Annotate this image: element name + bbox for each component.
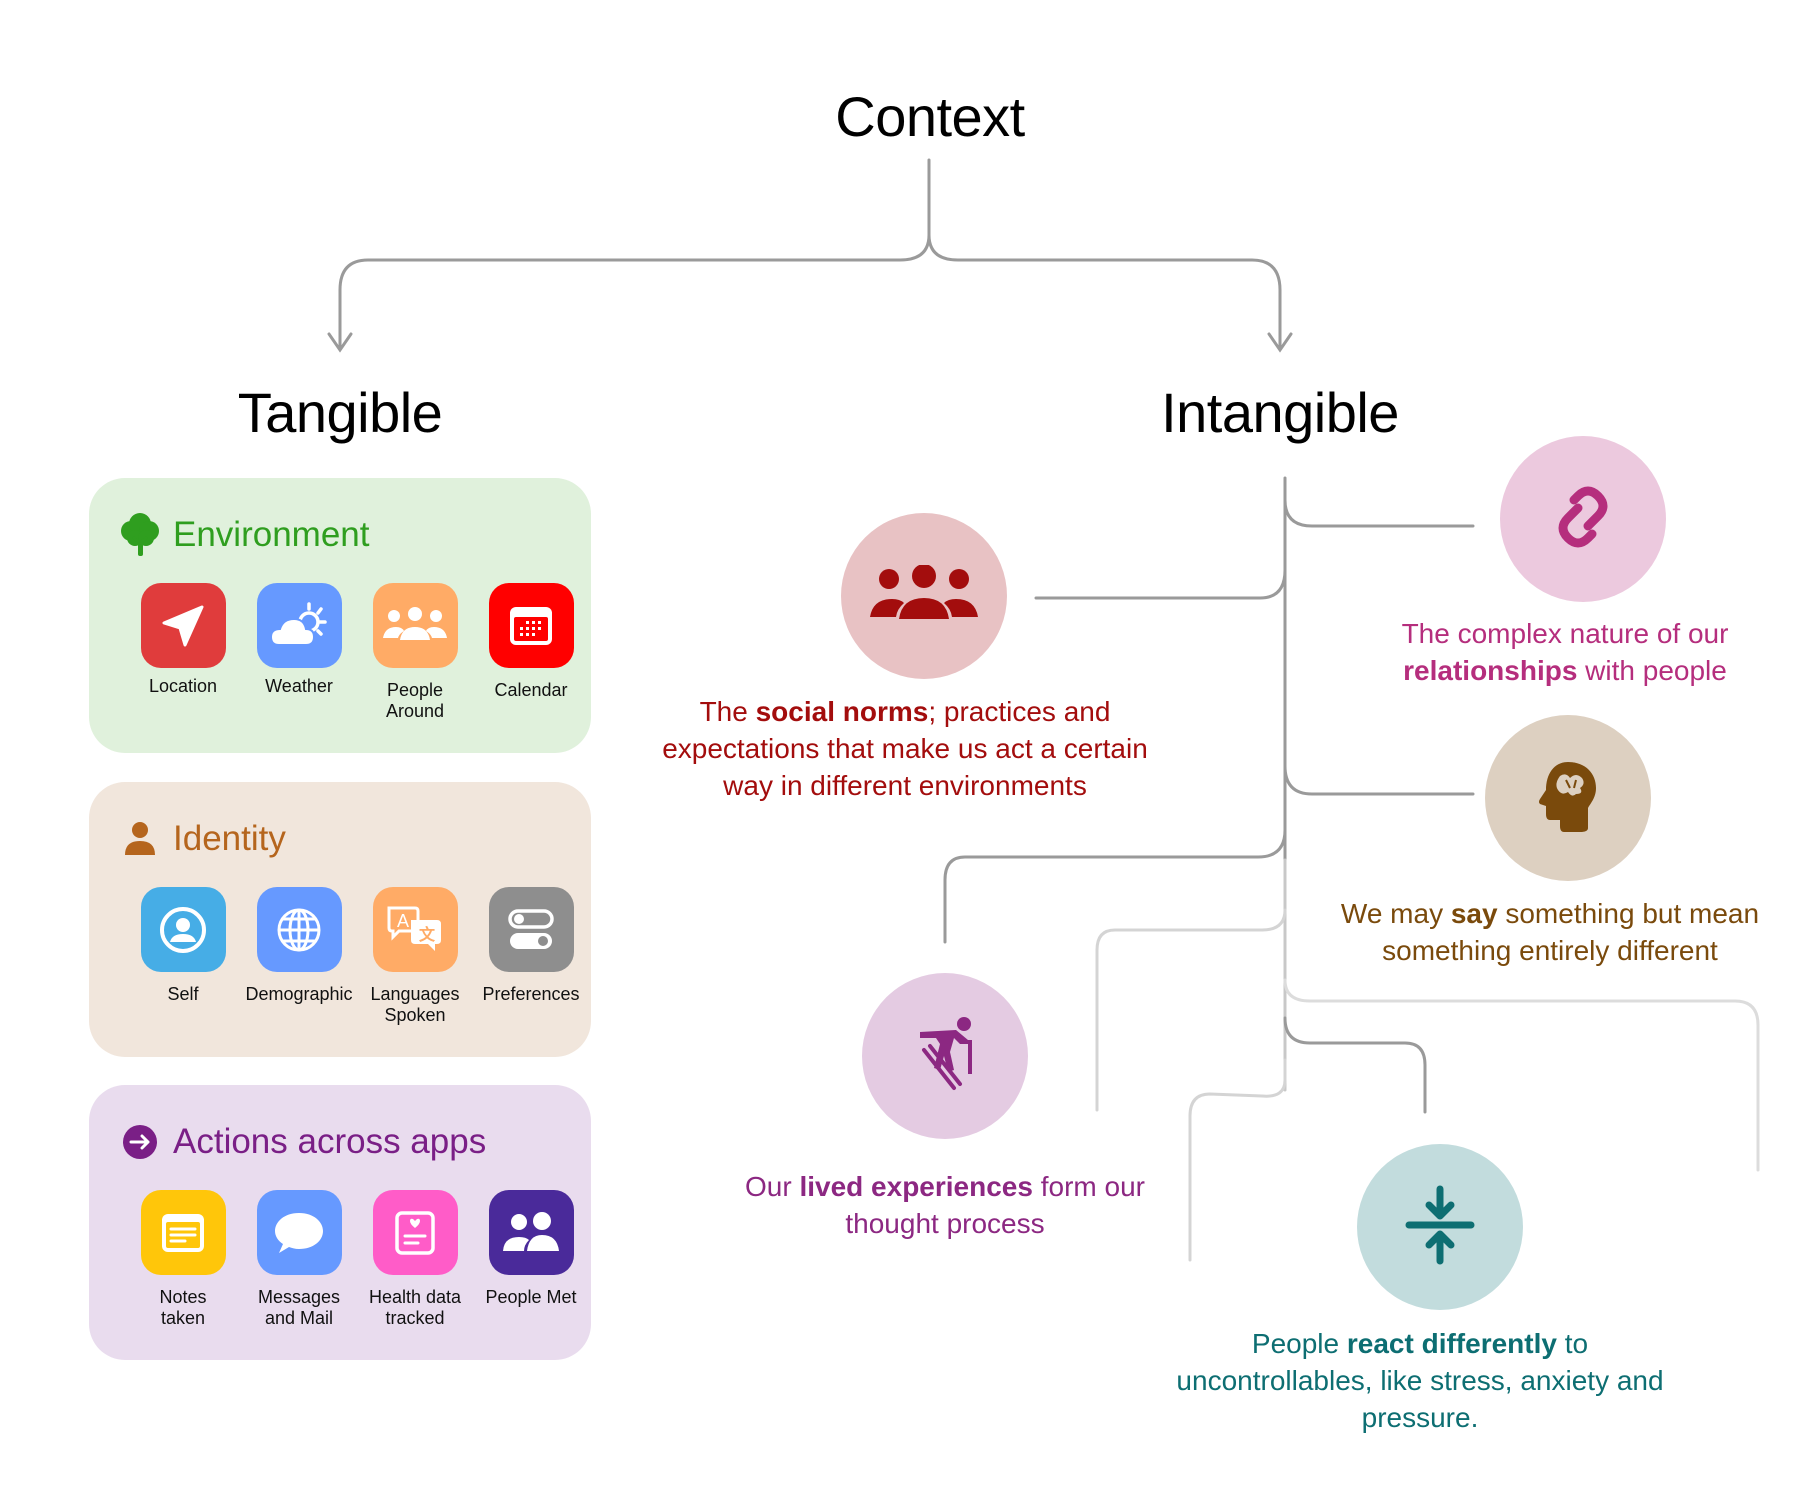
lived-experiences-circle <box>862 973 1028 1139</box>
arrow-circle-icon <box>117 1119 163 1165</box>
context-title: Context <box>835 85 1025 148</box>
relationships-caption: The complex nature of our relationships … <box>1401 618 1729 686</box>
environment-apps: Location Weather People Around Calendar <box>125 583 589 722</box>
globe-icon <box>256 887 342 972</box>
tangible-title: Tangible <box>237 381 443 444</box>
app-health-data[interactable]: Health data tracked <box>357 1190 473 1329</box>
app-label: People Met <box>485 1287 577 1307</box>
arrowhead-tangible <box>327 332 353 353</box>
app-label: Demographic <box>245 984 353 1004</box>
intangible-title: Intangible <box>1161 381 1399 444</box>
say-emphasis: say <box>1450 898 1498 929</box>
cloud-sun-icon <box>256 583 342 668</box>
app-weather[interactable]: Weather <box>241 583 357 722</box>
connector-faint-3 <box>1283 978 1760 1172</box>
connector-faint-4 <box>1188 1058 1287 1262</box>
environment-title: Environment <box>173 515 370 554</box>
person-circle-icon <box>140 887 226 972</box>
react-differently-circle <box>1357 1144 1523 1310</box>
lived-experiences-emphasis: lived experiences <box>799 1171 1033 1202</box>
tree-icon <box>117 512 163 558</box>
actions-title: Actions across apps <box>173 1122 487 1161</box>
social-norms-circle <box>841 513 1007 679</box>
app-demographic[interactable]: Demographic <box>241 887 357 1026</box>
environment-panel: Environment Location Weather People Arou… <box>89 478 591 753</box>
connector-faint-2 <box>1095 908 1287 1112</box>
connector-say-mean <box>1283 764 1475 796</box>
app-label: Preferences <box>482 984 580 1004</box>
say-mean-caption: We may say something but mean something … <box>1340 898 1760 966</box>
app-label: Calendar <box>494 680 568 700</box>
people-pair-icon <box>488 1190 574 1275</box>
react-differently-caption: People react differently to uncontrollab… <box>1176 1328 1664 1433</box>
toggles-icon <box>488 887 574 972</box>
app-people-around[interactable]: People Around <box>357 583 473 722</box>
actions-header: Actions across apps <box>117 1119 486 1165</box>
identity-title: Identity <box>173 819 286 858</box>
app-people-met[interactable]: People Met <box>473 1190 589 1329</box>
skier-icon <box>910 1014 980 1099</box>
app-location[interactable]: Location <box>125 583 241 722</box>
location-arrow-icon <box>140 583 226 668</box>
note-icon <box>140 1190 226 1275</box>
react-differently-emphasis: react differently <box>1346 1328 1557 1359</box>
app-label: People Around <box>385 680 445 721</box>
app-calendar[interactable]: Calendar <box>473 583 589 722</box>
compress-arrows-icon <box>1405 1185 1475 1270</box>
lived-experiences-caption: Our lived experiences form our thought p… <box>745 1171 1145 1239</box>
actions-apps: Notes taken Messages and Mail Health dat… <box>125 1190 589 1329</box>
connector-social-norms <box>1034 568 1287 600</box>
actions-panel: Actions across apps Notes taken Messages… <box>89 1085 591 1360</box>
relationships-circle <box>1500 436 1666 602</box>
app-preferences[interactable]: Preferences <box>473 887 589 1026</box>
connector-lived <box>943 828 1287 944</box>
svg-text:文: 文 <box>419 925 436 944</box>
connector-react <box>1283 1016 1427 1114</box>
connector-relationships <box>1283 498 1475 528</box>
environment-header: Environment <box>117 512 369 558</box>
app-self[interactable]: Self <box>125 887 241 1026</box>
people-group-icon <box>868 563 980 628</box>
say-mean-circle <box>1485 715 1651 881</box>
app-label: Languages Spoken <box>370 984 460 1025</box>
calendar-icon <box>488 583 574 668</box>
app-label: Self <box>167 984 199 1004</box>
app-label: Notes taken <box>159 1287 207 1328</box>
connector-context-right <box>927 233 1282 350</box>
relationships-emphasis: relationships <box>1403 655 1578 686</box>
message-bubble-icon <box>256 1190 342 1275</box>
app-label: Weather <box>265 676 333 696</box>
people-group-icon <box>372 583 458 668</box>
app-label: Health data tracked <box>368 1287 462 1328</box>
app-label: Location <box>148 676 218 696</box>
svg-text:A: A <box>397 911 409 931</box>
link-icon <box>1548 482 1618 557</box>
app-messages-mail[interactable]: Messages and Mail <box>241 1190 357 1329</box>
person-icon <box>117 816 163 862</box>
app-notes[interactable]: Notes taken <box>125 1190 241 1329</box>
social-norms-caption: The social norms; practices and expectat… <box>662 696 1148 801</box>
identity-header: Identity <box>117 816 286 862</box>
app-label: Messages and Mail <box>257 1287 341 1328</box>
brain-head-icon <box>1536 758 1600 839</box>
arrowhead-intangible <box>1267 332 1293 353</box>
health-record-icon <box>372 1190 458 1275</box>
connector-context-stem <box>338 158 931 350</box>
social-norms-emphasis: social norms <box>755 696 929 727</box>
